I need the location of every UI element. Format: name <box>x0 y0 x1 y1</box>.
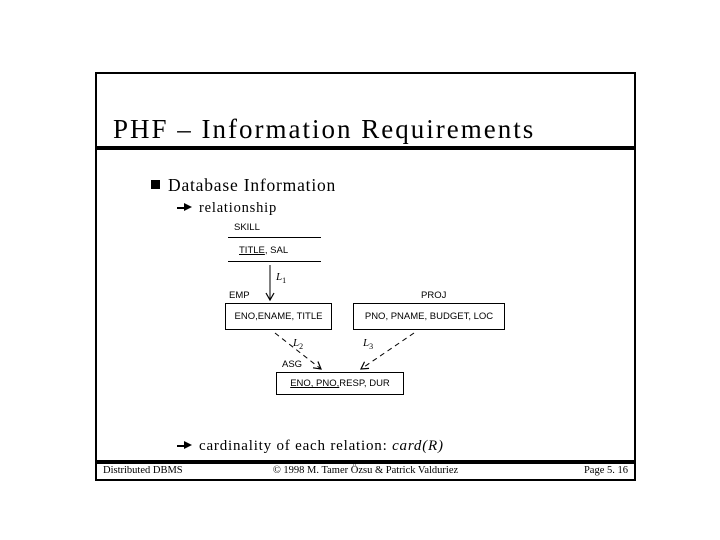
skill-underline <box>228 237 321 238</box>
arrow-bullet-icon <box>177 203 192 212</box>
slide: PHF – Information Requirements Database … <box>95 72 636 481</box>
skill-attributes-underline <box>228 261 321 262</box>
arrow-bullet-icon <box>177 441 192 450</box>
proj-relation-name: PROJ <box>421 290 447 301</box>
asg-attributes-box: ENO, PNO, RESP, DUR <box>276 372 404 395</box>
bullet-database-information-label: Database Information <box>168 175 337 195</box>
link-l2-letter: L <box>293 337 300 349</box>
asg-key-attributes: ENO, PNO, <box>290 378 340 389</box>
proj-attributes-box: PNO, PNAME, BUDGET, LOC <box>353 303 505 330</box>
bullet-cardinality-text: cardinality of each relation: <box>199 438 393 454</box>
bullet-relationship-label: relationship <box>199 200 278 216</box>
bullet-relationship: relationship <box>177 200 277 217</box>
link-l3-subscript: 3 <box>369 342 374 352</box>
footer-book-title: Distributed DBMS <box>103 465 183 476</box>
asg-relation-name: ASG <box>282 359 303 370</box>
footer: Distributed DBMS © 1998 M. Tamer Özsu & … <box>97 465 634 479</box>
emp-attributes-box: ENO,ENAME, TITLE <box>225 303 332 330</box>
bullet-cardinality-math: card(R) <box>392 438 444 454</box>
skill-relation-name: SKILL <box>234 222 260 233</box>
title-divider <box>97 146 634 150</box>
link-l3-letter: L <box>363 337 370 349</box>
link-l2-label: L2 <box>293 337 303 351</box>
asg-other-attributes: RESP, DUR <box>339 378 390 389</box>
link-l1-label: L1 <box>276 271 286 285</box>
link-l1-subscript: 1 <box>282 276 287 286</box>
footer-page-number: Page 5. 16 <box>583 465 628 476</box>
square-bullet-icon <box>151 180 160 189</box>
skill-other-attributes: , SAL <box>264 245 289 256</box>
footer-copyright: © 1998 M. Tamer Özsu & Patrick Valduriez <box>272 465 459 476</box>
bullet-database-information: Database Information <box>151 175 336 196</box>
link-l3-label: L3 <box>363 337 373 351</box>
emp-relation-name: EMP <box>229 290 250 301</box>
slide-title: PHF – Information Requirements <box>113 114 536 144</box>
footer-divider <box>97 460 634 464</box>
emp-attributes: ENO,ENAME, TITLE <box>234 311 323 322</box>
skill-key-attribute: TITLE <box>239 245 265 256</box>
proj-attributes: PNO, PNAME, BUDGET, LOC <box>364 311 494 322</box>
skill-attributes: TITLE, SAL <box>239 245 288 256</box>
bullet-cardinality: cardinality of each relation: card(R) <box>177 438 444 455</box>
link-l1-letter: L <box>276 271 283 283</box>
link-l2-subscript: 2 <box>299 342 304 352</box>
